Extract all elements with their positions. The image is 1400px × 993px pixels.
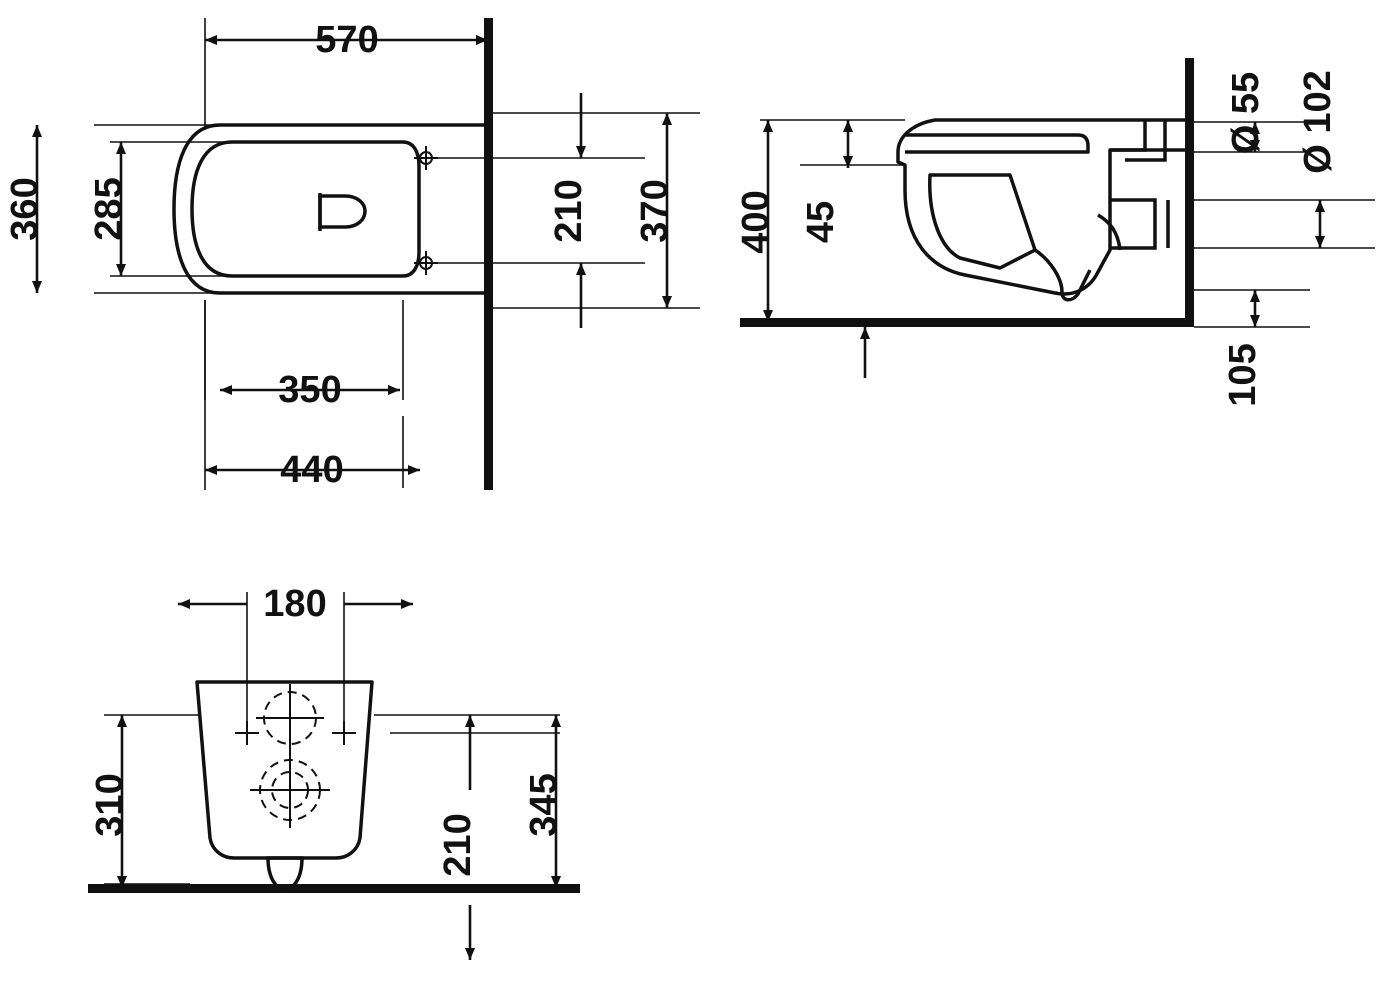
outlet-curve bbox=[1097, 213, 1122, 251]
outlet-section bbox=[1110, 198, 1157, 250]
side-view-floor bbox=[740, 318, 1194, 327]
dim-label-105: 105 bbox=[1222, 343, 1264, 406]
top-view: 570 360 285 210 370 350 440 bbox=[4, 18, 700, 491]
dim-label-210-top: 210 bbox=[548, 179, 590, 242]
flush-inlet-section-2 bbox=[1125, 120, 1167, 162]
bowl-outline-plan bbox=[172, 123, 489, 295]
top-view-extension-lines bbox=[94, 18, 700, 490]
dim-label-400: 400 bbox=[735, 190, 777, 253]
front-outlet-stub bbox=[266, 856, 304, 892]
toilet-bowl-inner-section bbox=[928, 173, 1037, 270]
dim-label-d102: Ø 102 bbox=[1297, 70, 1339, 174]
side-view: 400 45 Ø 55 Ø 102 105 bbox=[735, 58, 1375, 407]
toilet-trap-section bbox=[1033, 248, 1092, 302]
dim-label-210-front: 210 bbox=[437, 813, 479, 876]
dim-label-360: 360 bbox=[4, 177, 46, 240]
dim-label-570: 570 bbox=[315, 19, 378, 61]
dim-label-345: 345 bbox=[523, 773, 565, 836]
dim-label-d55: Ø 55 bbox=[1225, 72, 1267, 154]
dim-label-310: 310 bbox=[89, 773, 131, 836]
dim-label-440: 440 bbox=[280, 449, 343, 491]
front-centerlines bbox=[250, 684, 330, 828]
dim-label-370: 370 bbox=[634, 179, 676, 242]
dim-label-180: 180 bbox=[263, 583, 326, 625]
toilet-body-section bbox=[896, 118, 1185, 296]
front-view-extension-lines bbox=[104, 592, 560, 885]
flush-inlet-section bbox=[1110, 120, 1147, 152]
front-view: 180 310 210 345 bbox=[88, 583, 580, 960]
side-view-wall bbox=[1185, 58, 1194, 326]
front-body-outline bbox=[195, 680, 374, 860]
front-view-floor bbox=[88, 884, 580, 893]
dim-label-350: 350 bbox=[278, 369, 341, 411]
bowl-inner-plan bbox=[190, 140, 421, 278]
dim-label-285: 285 bbox=[88, 177, 130, 240]
bowl-flush-detail bbox=[318, 194, 367, 229]
dim-label-45: 45 bbox=[800, 201, 842, 243]
toilet-seat-section bbox=[905, 133, 1090, 154]
